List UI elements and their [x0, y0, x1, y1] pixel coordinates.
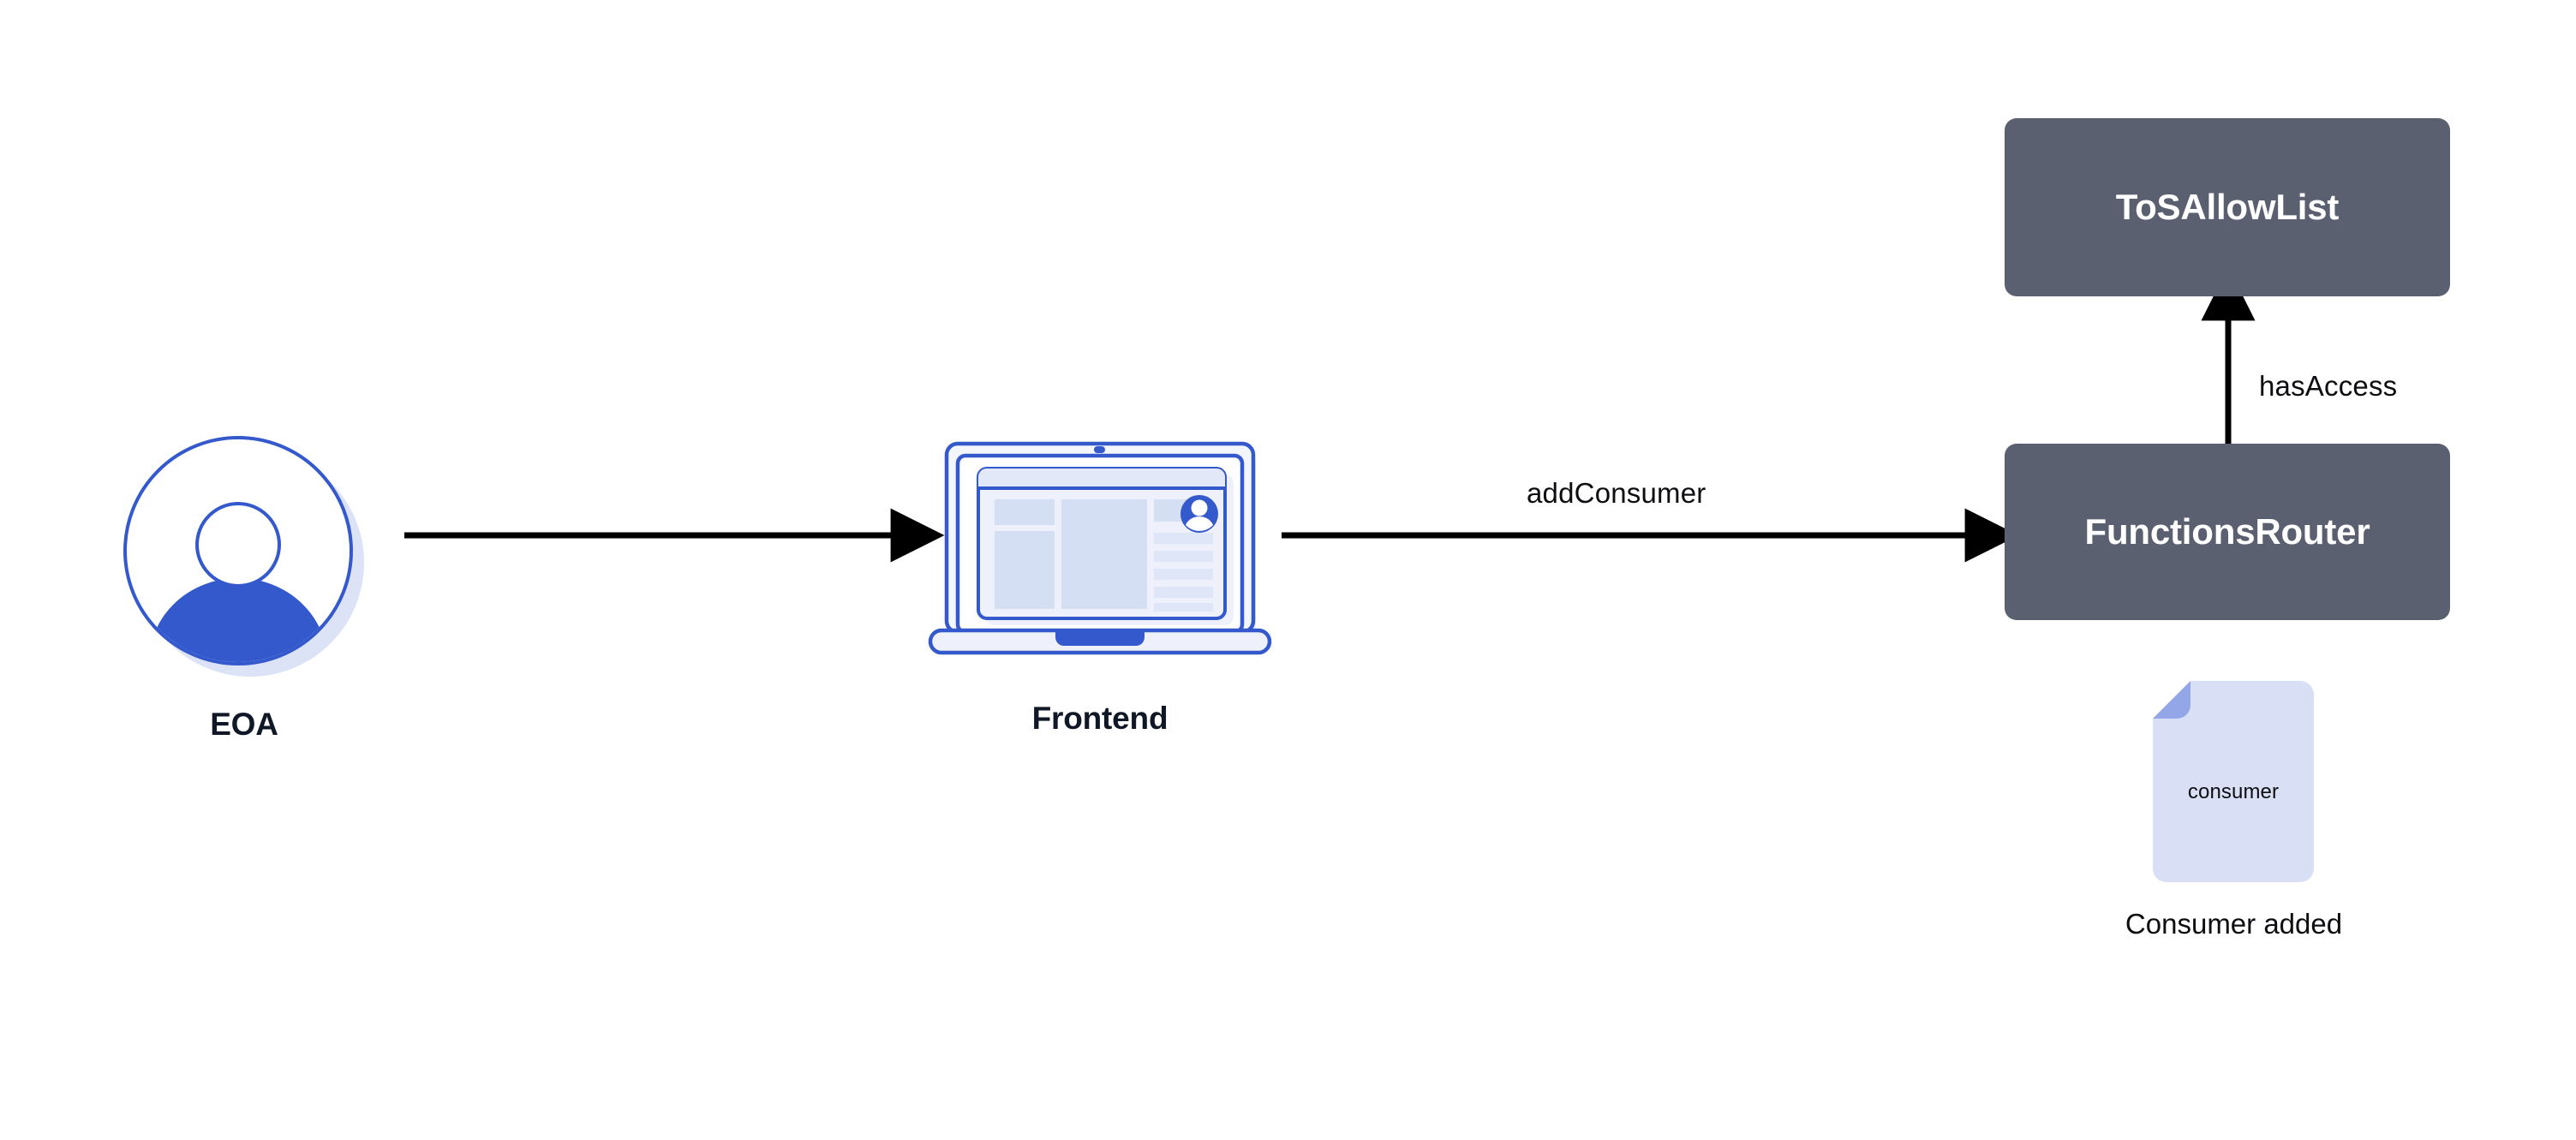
mini-avatar-icon — [1180, 495, 1218, 533]
node-frontend[interactable]: Frontend — [918, 435, 1282, 736]
node-label-functionsrouter: FunctionsRouter — [2084, 511, 2370, 552]
node-eoa[interactable]: EOA — [120, 433, 368, 742]
document-label: consumer — [2187, 780, 2280, 803]
node-tosallowlist[interactable]: ToSAllowList — [2005, 118, 2450, 296]
edge-label-has-access: hasAccess — [2259, 370, 2398, 402]
user-avatar-icon — [123, 436, 364, 677]
node-label-tosallowlist: ToSAllowList — [2115, 187, 2340, 227]
node-label-frontend: Frontend — [1031, 701, 1168, 736]
node-label-eoa: EOA — [210, 707, 278, 742]
laptop-icon — [928, 441, 1272, 655]
artifact-consumer-document[interactable]: consumer — [2153, 681, 2314, 882]
document-icon — [2153, 681, 2314, 882]
node-functionsrouter[interactable]: FunctionsRouter — [2005, 444, 2450, 620]
edge-label-add-consumer: addConsumer — [1527, 477, 1706, 509]
artifact-caption: Consumer added — [2125, 908, 2343, 940]
